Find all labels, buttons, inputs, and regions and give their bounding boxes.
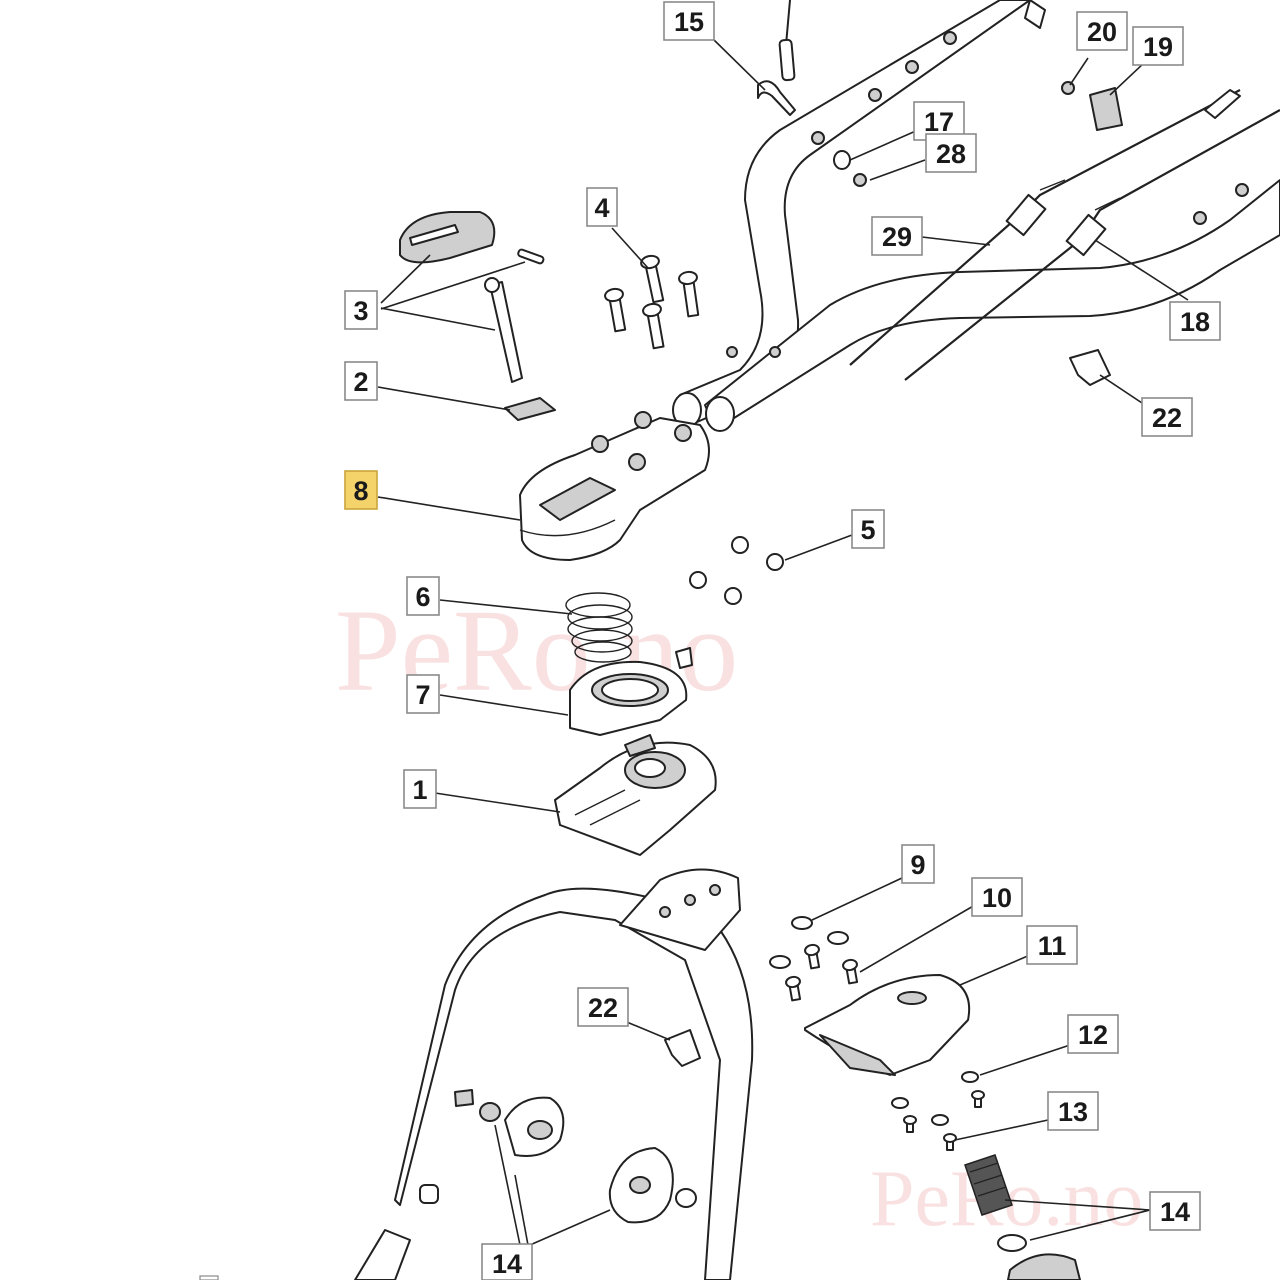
part-2-plate: [504, 397, 556, 421]
callout-18[interactable]: 18: [1169, 301, 1221, 341]
part-6-spring: [565, 592, 633, 663]
callout-22-upper[interactable]: 22: [1141, 397, 1193, 437]
svg-text:14: 14: [492, 1249, 522, 1279]
upper-handlebar: [672, 0, 1280, 432]
callout-20[interactable]: 20: [1076, 11, 1128, 51]
svg-text:9: 9: [910, 850, 925, 880]
leader-lines: [377, 37, 1189, 1246]
callout-9[interactable]: 9: [901, 844, 935, 884]
svg-text:4: 4: [594, 193, 609, 223]
callout-8-highlighted[interactable]: 8: [344, 470, 378, 510]
lower-bracket-fragment: [199, 1229, 411, 1280]
svg-text:22: 22: [588, 993, 618, 1023]
part-4-bolts: [604, 254, 700, 350]
callout-12[interactable]: 12: [1067, 1014, 1119, 1054]
svg-text:12: 12: [1078, 1020, 1108, 1050]
svg-text:20: 20: [1087, 17, 1117, 47]
callout-6[interactable]: 6: [406, 576, 440, 616]
svg-text:19: 19: [1143, 32, 1173, 62]
callout-14-lower-right[interactable]: 14: [1149, 1191, 1201, 1231]
part-17-28-washer-nut: [833, 150, 867, 187]
part-3-lever-assembly: [399, 211, 545, 383]
callout-29[interactable]: 29: [871, 216, 923, 256]
part-19-20-clamp: [1024, 0, 1123, 131]
callout-22-lower[interactable]: 22: [577, 987, 629, 1027]
svg-text:29: 29: [882, 222, 912, 252]
part-1-lower-housing: [554, 734, 717, 856]
callout-2[interactable]: 2: [344, 361, 378, 401]
svg-text:15: 15: [674, 7, 704, 37]
callout-15[interactable]: 15: [663, 1, 715, 41]
part-7-ratchet-plate: [569, 647, 693, 736]
svg-text:18: 18: [1180, 307, 1210, 337]
svg-text:22: 22: [1152, 403, 1182, 433]
svg-text:3: 3: [353, 296, 368, 326]
callout-14-lower-left[interactable]: 14: [481, 1243, 533, 1280]
part-14-spring-and-discs: [479, 1096, 1081, 1280]
callout-19[interactable]: 19: [1132, 26, 1184, 66]
callout-13[interactable]: 13: [1047, 1091, 1099, 1131]
callout-7[interactable]: 7: [406, 674, 440, 714]
svg-text:10: 10: [982, 883, 1012, 913]
svg-text:5: 5: [860, 515, 875, 545]
callout-11[interactable]: 11: [1026, 925, 1078, 965]
part-15-clip-and-pin: [757, 0, 796, 116]
svg-text:28: 28: [936, 139, 966, 169]
part-5-nuts: [689, 536, 784, 605]
svg-text:17: 17: [924, 107, 954, 137]
callout-28[interactable]: 28: [925, 133, 977, 173]
callout-1[interactable]: 1: [403, 769, 437, 809]
svg-text:13: 13: [1058, 1097, 1088, 1127]
callout-10[interactable]: 10: [971, 877, 1023, 917]
part-22-clip-upper: [1069, 349, 1111, 386]
part-11-cover: [804, 974, 971, 1076]
svg-text:11: 11: [1038, 931, 1067, 961]
callout-3[interactable]: 3: [344, 290, 378, 330]
svg-text:8: 8: [353, 476, 368, 506]
callout-4[interactable]: 4: [586, 187, 618, 227]
svg-text:1: 1: [412, 775, 427, 805]
control-cables: [849, 89, 1280, 381]
svg-text:6: 6: [415, 582, 430, 612]
part-12-13-washers-screws: [891, 1071, 985, 1151]
part-9-10-washers-bolts: [769, 916, 859, 1002]
svg-text:2: 2: [353, 367, 368, 397]
lower-handle-frame: [394, 868, 754, 1280]
svg-text:7: 7: [415, 680, 430, 710]
part-8-housing: [519, 411, 710, 561]
svg-text:14: 14: [1160, 1197, 1190, 1227]
callout-5[interactable]: 5: [851, 509, 885, 549]
part-22-clip-lower: [664, 1029, 701, 1067]
